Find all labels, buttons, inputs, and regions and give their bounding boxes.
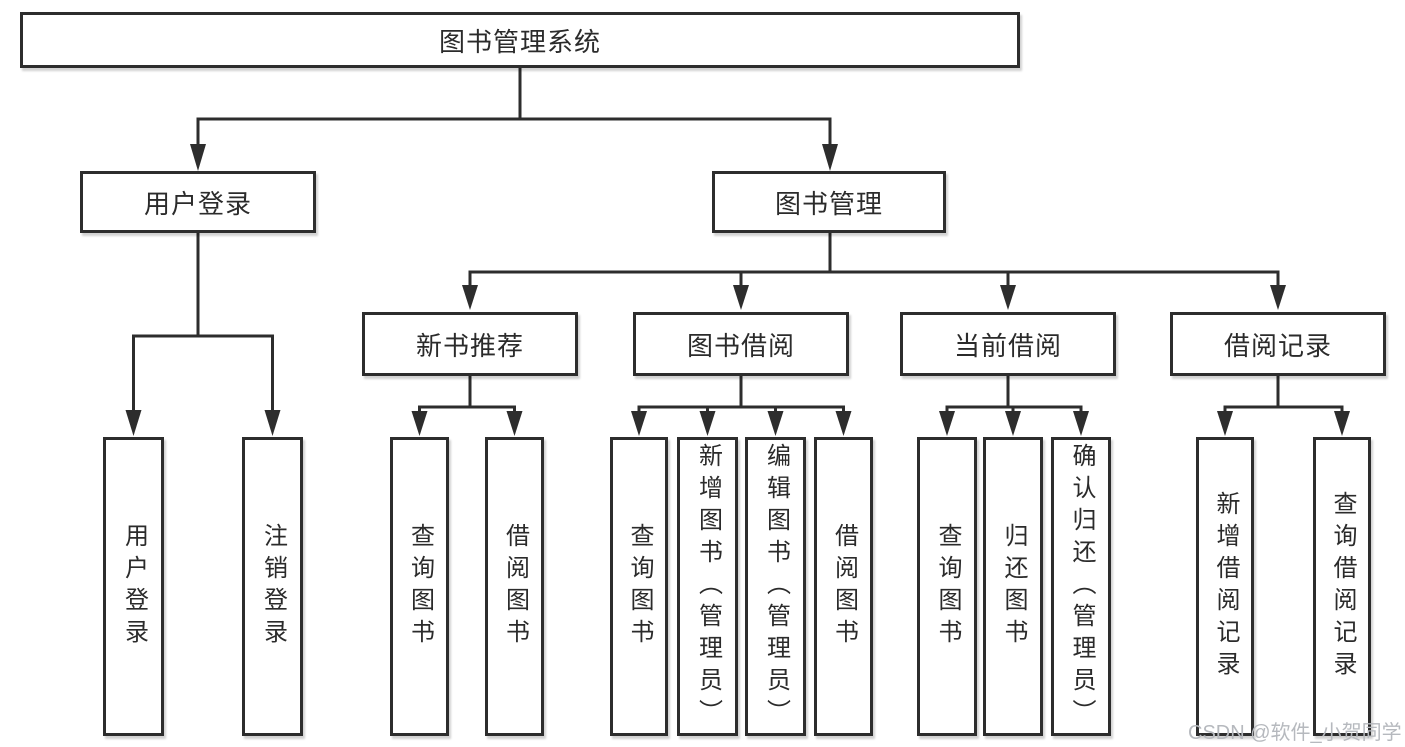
node-book-management: 图书管理 <box>712 171 946 233</box>
connector-user-login-branch <box>125 231 281 436</box>
node-user-login-label: 用户登录 <box>143 188 252 219</box>
leaf-query-books-recommend-label: 查询图书 <box>406 522 434 651</box>
leaf-edit-books-admin-label: 编辑图书（管理员） <box>762 442 790 731</box>
node-library-management-system-label: 图书管理系统 <box>438 26 601 57</box>
leaf-query-books-recommend: 查询图书 <box>390 437 449 736</box>
leaf-return-books-label: 归还图书 <box>1000 522 1027 651</box>
node-book-management-label: 图书管理 <box>774 188 883 219</box>
leaf-borrow-books-borrowing: 借阅图书 <box>814 437 873 736</box>
watermark-text: CSDN @软件_小贺同学 <box>1188 722 1402 744</box>
node-borrowing-records-label: 借阅记录 <box>1223 330 1332 361</box>
leaf-query-books-borrowing-label: 查询图书 <box>626 522 653 651</box>
connector-current-borrowing-branch <box>939 374 1089 436</box>
leaf-logout-label: 注销登录 <box>259 522 287 651</box>
leaf-query-books-borrowing: 查询图书 <box>610 437 668 736</box>
connector-book-borrowing-branch <box>631 374 852 436</box>
leaf-borrow-books-recommend-label: 借阅图书 <box>501 522 529 651</box>
leaf-return-books: 归还图书 <box>983 437 1043 736</box>
leaf-query-books-current: 查询图书 <box>917 437 977 736</box>
node-library-management-system: 图书管理系统 <box>20 12 1020 68</box>
leaf-add-books-admin: 新增图书（管理员） <box>677 437 738 736</box>
node-book-borrowing: 图书借阅 <box>633 312 849 376</box>
leaf-add-borrow-record: 新增借阅记录 <box>1196 437 1254 736</box>
node-book-borrowing-label: 图书借阅 <box>686 330 795 361</box>
leaf-add-books-admin-label: 新增图书（管理员） <box>694 442 722 731</box>
connector-borrowing-records-branch <box>1217 374 1350 436</box>
node-new-book-recommendation: 新书推荐 <box>362 312 578 376</box>
leaf-confirm-return-admin: 确认归还（管理员） <box>1051 437 1111 736</box>
node-current-borrowing-label: 当前借阅 <box>953 330 1062 361</box>
leaf-user-login-label: 用户登录 <box>120 522 148 651</box>
leaf-query-borrow-record: 查询借阅记录 <box>1313 437 1371 736</box>
connector-root-to-level2 <box>190 66 838 171</box>
node-user-login: 用户登录 <box>80 171 316 233</box>
leaf-query-borrow-record-label: 查询借阅记录 <box>1329 490 1356 683</box>
leaf-edit-books-admin: 编辑图书（管理员） <box>745 437 806 736</box>
leaf-borrow-books-recommend: 借阅图书 <box>485 437 544 736</box>
connector-book-management-branch <box>462 231 1286 310</box>
leaf-add-borrow-record-label: 新增借阅记录 <box>1212 490 1239 683</box>
leaf-borrow-books-borrowing-label: 借阅图书 <box>830 522 858 651</box>
connector-new-book-recommendation-branch <box>411 374 523 436</box>
leaf-logout: 注销登录 <box>242 437 303 736</box>
leaf-confirm-return-admin-label: 确认归还（管理员） <box>1068 442 1095 731</box>
leaf-user-login: 用户登录 <box>103 437 164 736</box>
node-current-borrowing: 当前借阅 <box>900 312 1116 376</box>
leaf-query-books-current-label: 查询图书 <box>934 522 961 651</box>
node-borrowing-records: 借阅记录 <box>1170 312 1386 376</box>
node-new-book-recommendation-label: 新书推荐 <box>415 330 524 361</box>
